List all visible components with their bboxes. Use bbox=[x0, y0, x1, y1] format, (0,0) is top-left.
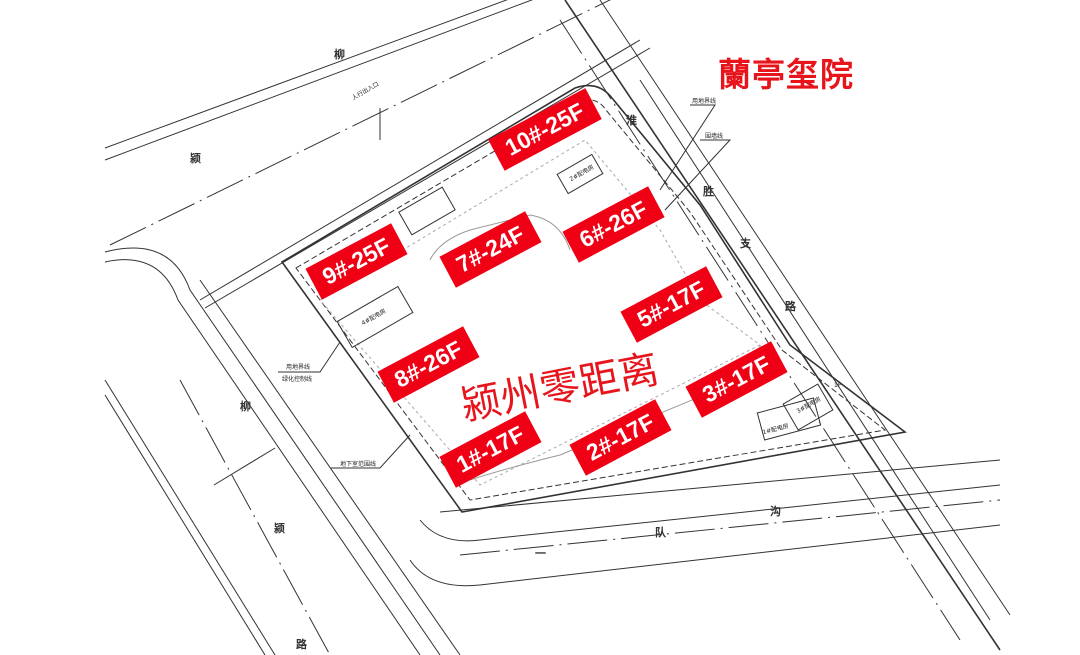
road-line bbox=[564, 0, 1001, 651]
road-centerline bbox=[109, 0, 611, 246]
road-left-char: 路 bbox=[296, 638, 307, 651]
road-line bbox=[599, 0, 1011, 616]
road-line bbox=[213, 447, 276, 486]
road-line bbox=[199, 39, 641, 301]
power-room-4 bbox=[336, 285, 414, 349]
leader-line bbox=[330, 434, 411, 469]
road-top-char: 颍 bbox=[190, 152, 201, 165]
road-line bbox=[104, 247, 441, 655]
road-right-char: 胜 bbox=[703, 185, 714, 198]
project-title: 蘭亭玺院 bbox=[718, 55, 854, 94]
leader-line bbox=[664, 139, 732, 211]
road-line bbox=[639, 79, 991, 621]
road-bottom-char: 队 bbox=[655, 526, 666, 539]
wall-line-label: 围墙线 bbox=[705, 133, 724, 140]
road-line bbox=[204, 47, 651, 309]
road-centerline bbox=[459, 499, 1001, 556]
entrance-structure bbox=[398, 186, 456, 236]
land-boundary-label: 用地界线 bbox=[692, 98, 717, 105]
road-line bbox=[409, 524, 1001, 587]
road-left-char: 柳 bbox=[240, 400, 251, 413]
site-boundary bbox=[280, 84, 907, 513]
road-right-char: 路 bbox=[785, 300, 796, 313]
road-line bbox=[104, 0, 534, 161]
power-room-2 bbox=[556, 153, 604, 195]
road-right-char: 支 bbox=[740, 237, 751, 250]
green-control-label: 绿化控制线 bbox=[282, 376, 313, 383]
basement-line bbox=[319, 139, 761, 486]
road-line bbox=[104, 259, 421, 655]
internal-road bbox=[429, 214, 571, 261]
leader-line bbox=[278, 341, 341, 373]
road-line bbox=[419, 484, 1001, 542]
road-left-char: 颍 bbox=[274, 522, 285, 535]
land-boundary-label-left: 用地界线 bbox=[286, 364, 311, 371]
road-bottom-char: 沟 bbox=[770, 505, 781, 518]
road-top-char: 柳 bbox=[334, 48, 345, 61]
road-centerline bbox=[559, 19, 961, 641]
basement-line-label: 地下室范围线 bbox=[340, 461, 377, 468]
road-line bbox=[104, 379, 276, 655]
road-bottom-char: 一 bbox=[535, 547, 546, 560]
road-right-char: 淮 bbox=[626, 114, 637, 127]
road-line bbox=[439, 459, 1001, 513]
road-line bbox=[104, 394, 266, 655]
leader-line bbox=[659, 104, 716, 191]
power-room-1 bbox=[756, 397, 822, 441]
road-centerline bbox=[179, 379, 331, 655]
floor-1f-label: 1F bbox=[834, 382, 842, 389]
power-room-3 bbox=[782, 383, 834, 431]
road-line bbox=[104, 0, 508, 149]
